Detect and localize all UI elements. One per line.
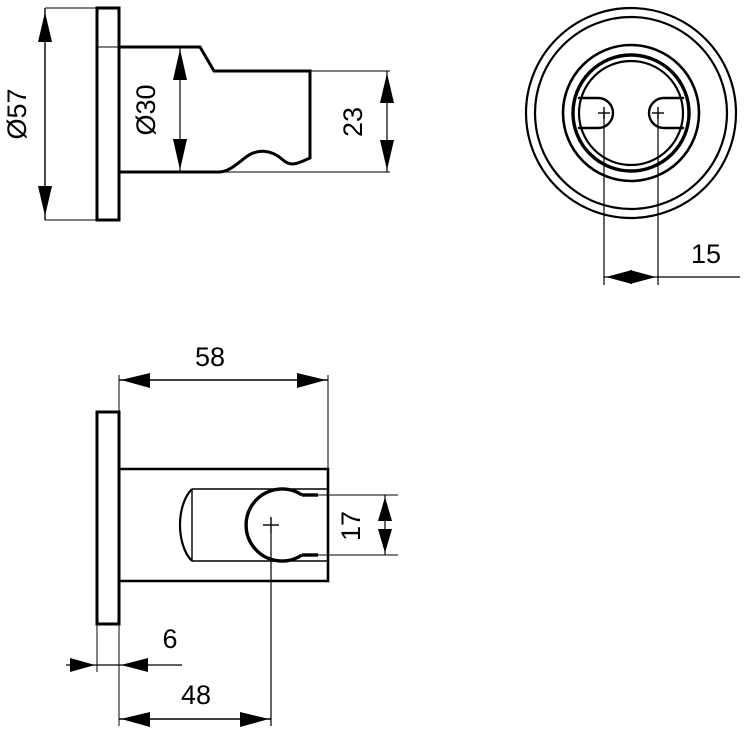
dimension-23: 23 [338,71,394,172]
dimension-d57: Ø57 [2,7,100,221]
view-front-circles: 15 [524,6,740,285]
dim6-label: 6 [162,624,177,654]
dim48-label: 48 [181,680,211,710]
front-slot-left [577,96,615,130]
plan-bracket-body [119,467,330,583]
plan-holder-centre-mark [263,517,279,533]
plan-boss-curve [178,488,193,562]
d30-arrow-down [173,139,187,170]
dim48-arrow-left [121,712,150,727]
dim17-label: 17 [336,511,366,541]
dim58-arrow-left [121,373,150,388]
dim6-arrow-right [121,658,148,672]
dim15-arrow-left [606,270,632,284]
front-circle-outer-inner [533,15,729,211]
dim48-arrow-right [240,712,269,727]
dim23-arrow-down [380,140,394,170]
dimension-58: 58 [119,342,328,388]
dim17-arrow-down [378,529,392,553]
dim23-arrow-up [380,73,394,103]
view-plan: 58 17 6 48 [66,342,398,727]
d57-arrow-up [38,12,52,42]
dim23-label: 23 [338,107,368,137]
dim17-arrow-up [378,497,392,521]
front-slot-right [647,96,685,130]
dimension-17: 17 [336,495,392,555]
side-holder-body [117,45,312,174]
dim58-label: 58 [195,342,225,372]
plan-wall-plate [95,410,121,626]
dim15-label: 15 [691,239,721,269]
front-circle-outer [524,6,738,220]
dim15-arrow-right [630,270,656,284]
plan-inner-boss [191,488,328,562]
front-circle-inner-ring [571,53,691,173]
front-circle-bore [577,59,685,167]
plan-holder-c-ring [244,487,303,563]
dim6-arrow-left [70,658,95,672]
dimension-15: 15 [604,239,740,284]
d30-label: Ø30 [131,84,161,135]
d57-arrow-down [38,186,52,216]
d30-arrow-up [173,49,187,80]
dimension-6: 6 [66,624,182,672]
view-side-section: Ø57 Ø30 23 [2,6,394,222]
dimension-48: 48 [119,680,271,727]
front-circle-mid [561,43,701,183]
dimension-d30: Ø30 [131,47,187,172]
dim58-arrow-right [297,373,326,388]
d57-label: Ø57 [2,88,32,139]
